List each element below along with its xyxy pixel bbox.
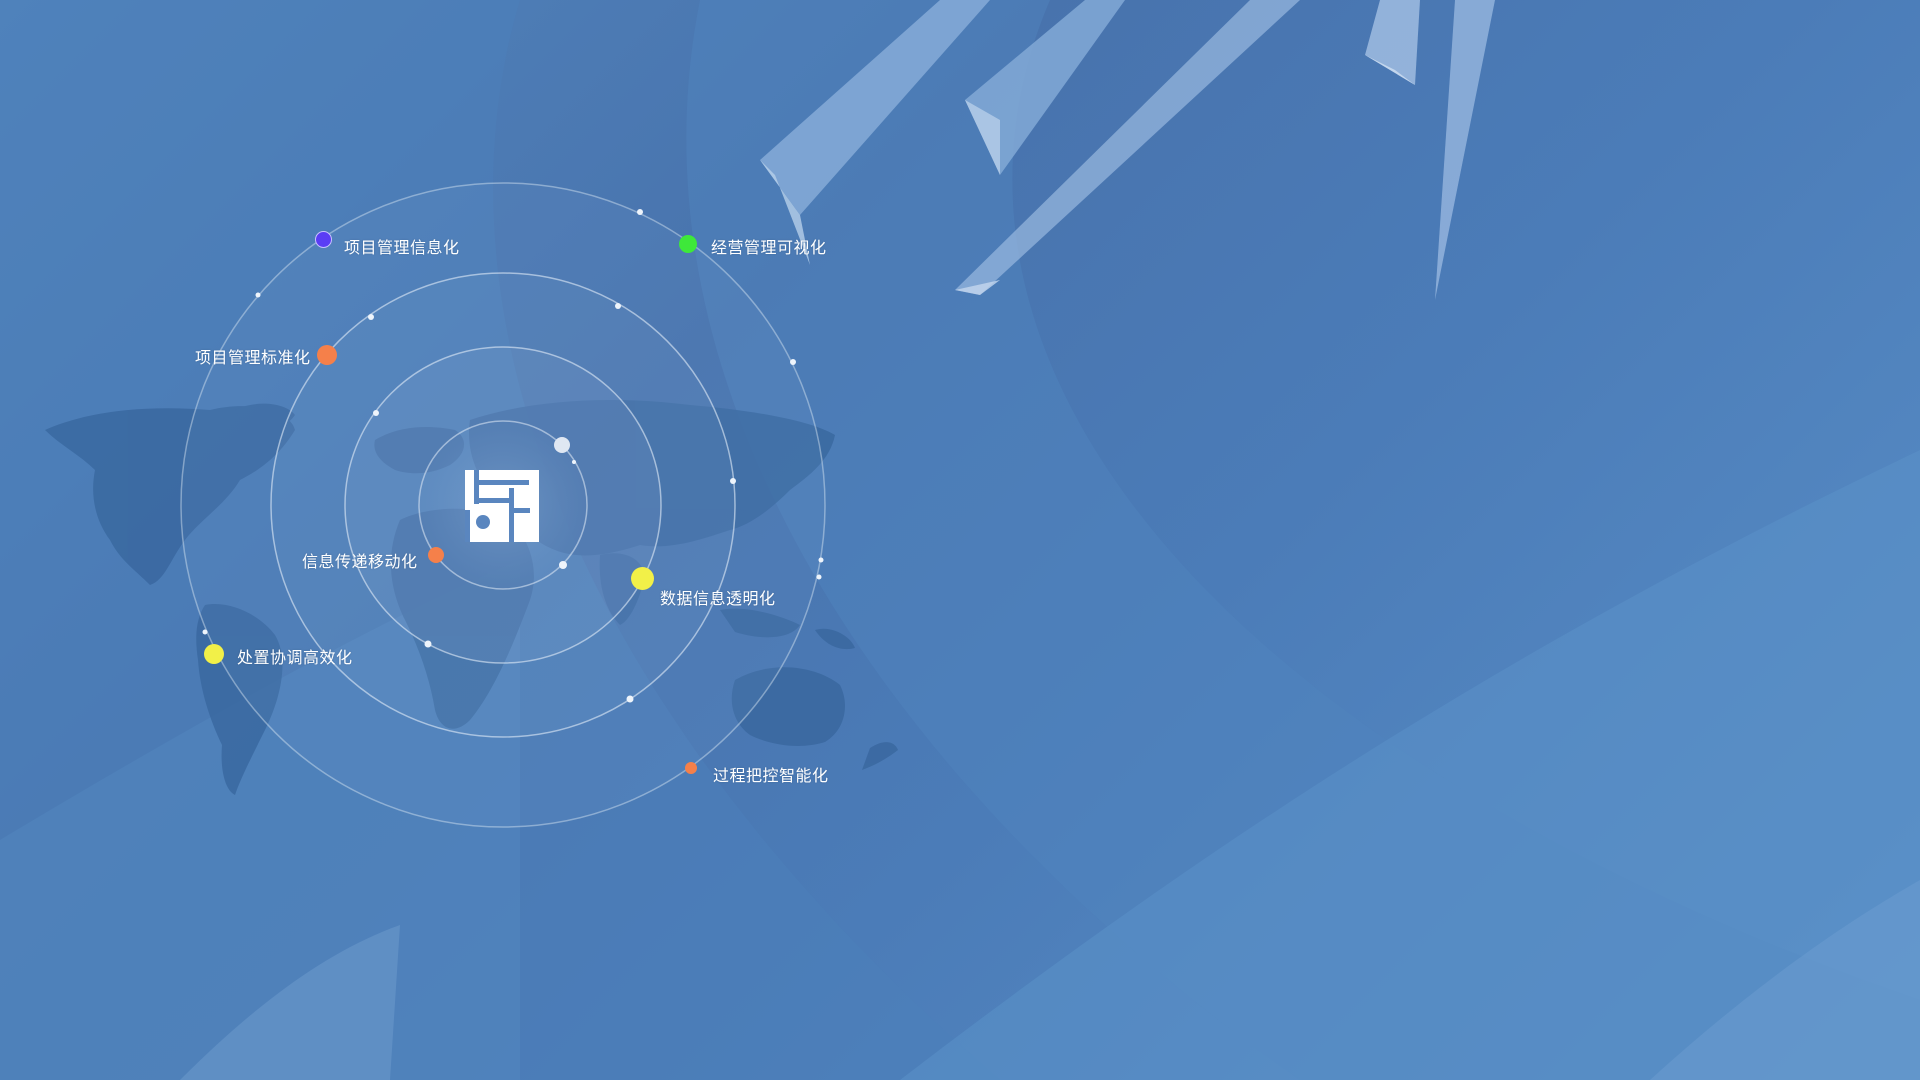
node-dot-process-smart: [685, 762, 697, 774]
orbit-dot: [368, 314, 374, 320]
node-dot-info-mobile: [428, 547, 444, 563]
orbit-dot: [730, 478, 736, 484]
node-dot-business-visual: [679, 235, 697, 253]
hub-logo-icon: [465, 470, 539, 542]
orbit-dot: [816, 574, 822, 580]
node-label-project-standard: 项目管理标准化: [195, 348, 311, 367]
node-label-business-visual: 经营管理可视化: [711, 238, 827, 257]
orbit-dot: [626, 695, 634, 703]
node-dot-data-transparent: [631, 567, 654, 590]
orbit-dot: [424, 640, 432, 648]
orbit-dot: [202, 629, 208, 635]
orbit-dot: [615, 303, 621, 309]
orbit-dot: [790, 359, 796, 365]
node-dot-project-standard: [317, 345, 337, 365]
node-label-info-mobile: 信息传递移动化: [302, 552, 418, 571]
node-label-coordination: 处置协调高效化: [237, 648, 353, 667]
orbit-dot: [255, 292, 261, 298]
node-label-process-smart: 过程把控智能化: [713, 766, 829, 785]
orbit-dot: [572, 460, 576, 464]
node-dot-coordination: [204, 644, 224, 664]
orbit-dot-large: [554, 437, 570, 453]
orbit-dot: [818, 557, 824, 563]
orbit-dot: [637, 209, 643, 215]
orbit-dot: [559, 561, 567, 569]
node-label-project-info: 项目管理信息化: [344, 238, 460, 257]
node-label-data-transparent: 数据信息透明化: [660, 589, 776, 608]
node-dot-project-info: [315, 231, 332, 248]
orbit-dot: [373, 410, 379, 416]
